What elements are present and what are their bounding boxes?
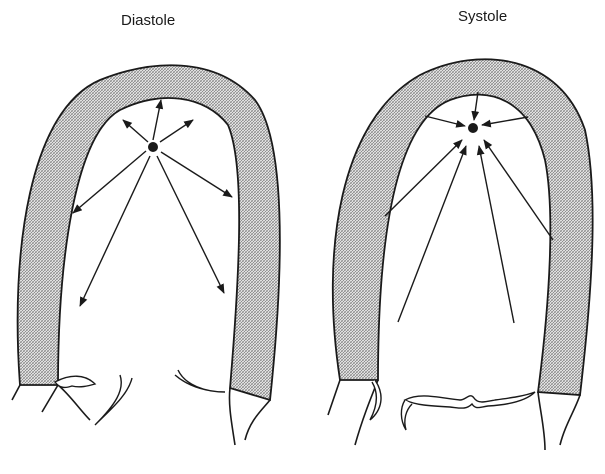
diastole-arrow-upper-left bbox=[123, 120, 148, 142]
systole-arrow-from-left bbox=[425, 116, 465, 126]
diastole-arrow-up bbox=[153, 100, 161, 140]
systole-label: Systole bbox=[458, 8, 507, 25]
diastole-left-valve-leaflet bbox=[55, 376, 95, 387]
systole-arrow-from-right bbox=[482, 117, 528, 125]
systole-ventricle-wall bbox=[333, 59, 593, 395]
systole-arrow-from-bottom-left bbox=[398, 146, 466, 322]
diastole-panel bbox=[12, 65, 280, 445]
systole-arrow-from-bottom-right bbox=[479, 146, 514, 323]
systole-left-flap bbox=[370, 380, 381, 420]
diastole-arrow-right bbox=[161, 152, 232, 197]
diastole-arrow-lower-right bbox=[157, 156, 224, 293]
systole-leaflet-tip bbox=[401, 400, 412, 430]
systole-arrow-from-top bbox=[474, 92, 478, 120]
diastole-arrow-lower-left bbox=[80, 156, 150, 306]
diastole-left-base-outline bbox=[12, 385, 90, 420]
systole-panel bbox=[328, 59, 593, 450]
diastole-posterior-leaflet bbox=[175, 370, 225, 392]
systole-right-base-outline bbox=[538, 392, 580, 450]
systole-center-point bbox=[468, 123, 478, 133]
diastole-arrow-upper-right bbox=[160, 120, 193, 142]
systole-closed-valve bbox=[405, 392, 535, 408]
diastole-anterior-leaflet bbox=[95, 375, 132, 425]
diastole-center-point bbox=[148, 142, 158, 152]
diastole-label: Diastole bbox=[121, 12, 175, 29]
systole-left-base-outline bbox=[328, 380, 378, 445]
diastole-ventricle-wall bbox=[18, 65, 280, 400]
